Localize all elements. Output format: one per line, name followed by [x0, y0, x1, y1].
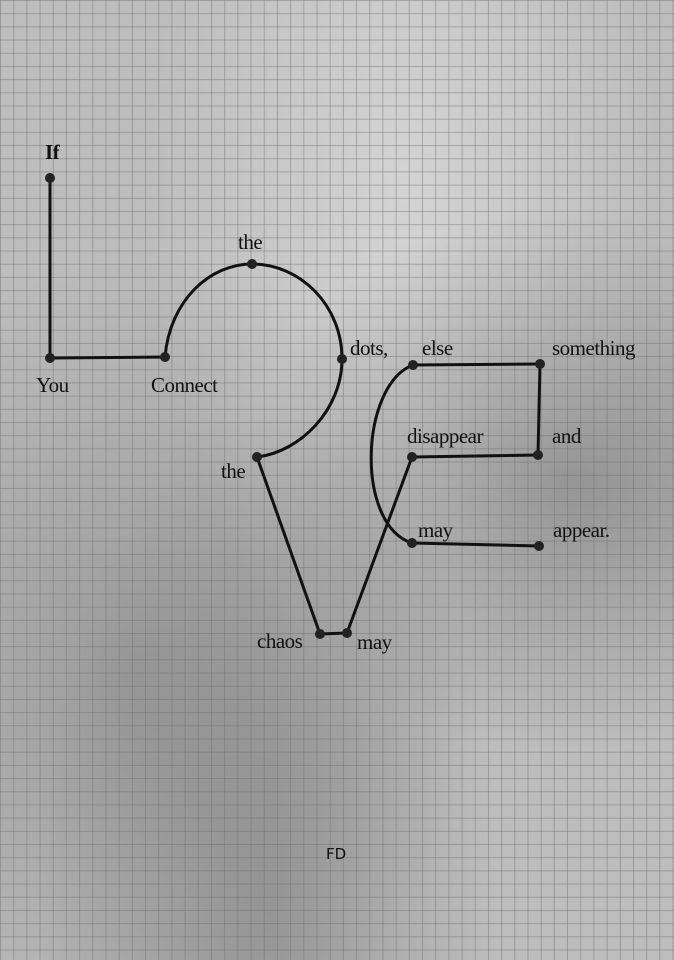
word-dots: dots, — [350, 336, 388, 360]
dot-something — [535, 359, 545, 369]
dot-you — [45, 353, 55, 363]
word-disappear: disappear — [407, 424, 483, 448]
word-may: may — [357, 630, 392, 654]
arc-connect-the-dots — [163, 262, 344, 360]
dot-appear — [534, 541, 544, 551]
word-chaos: chaos — [257, 629, 303, 653]
line-may-disappear — [345, 456, 414, 634]
dot-dots — [337, 354, 347, 364]
line-disappear-and — [411, 453, 539, 459]
word-else: else — [422, 336, 453, 360]
line-you-connect — [49, 355, 166, 360]
dot-and — [533, 450, 543, 460]
dot-if — [45, 173, 55, 183]
line-something-else — [412, 362, 541, 367]
line-and-something — [536, 363, 542, 456]
word-may-2: may — [418, 518, 453, 542]
dot-chaos — [315, 629, 325, 639]
dot-may — [342, 628, 352, 638]
word-the: the — [238, 230, 263, 254]
dot-the — [247, 259, 257, 269]
dot-else — [408, 360, 418, 370]
dot-connect — [160, 352, 170, 362]
line-the-chaos — [255, 456, 322, 635]
dot-disappear — [407, 452, 417, 462]
dot-the-2 — [252, 452, 262, 462]
signature: FD — [326, 845, 347, 863]
word-the-2: the — [221, 459, 246, 483]
word-and: and — [552, 424, 581, 448]
curve-else-may — [369, 363, 414, 545]
word-something: something — [552, 336, 636, 360]
word-connect: Connect — [151, 373, 218, 397]
arc-dots-the — [256, 358, 344, 459]
word-if: If — [45, 140, 60, 164]
dot-may-2 — [407, 538, 417, 548]
word-appear: appear. — [553, 518, 610, 542]
line-may-appear — [411, 541, 540, 548]
word-you: You — [36, 373, 69, 397]
